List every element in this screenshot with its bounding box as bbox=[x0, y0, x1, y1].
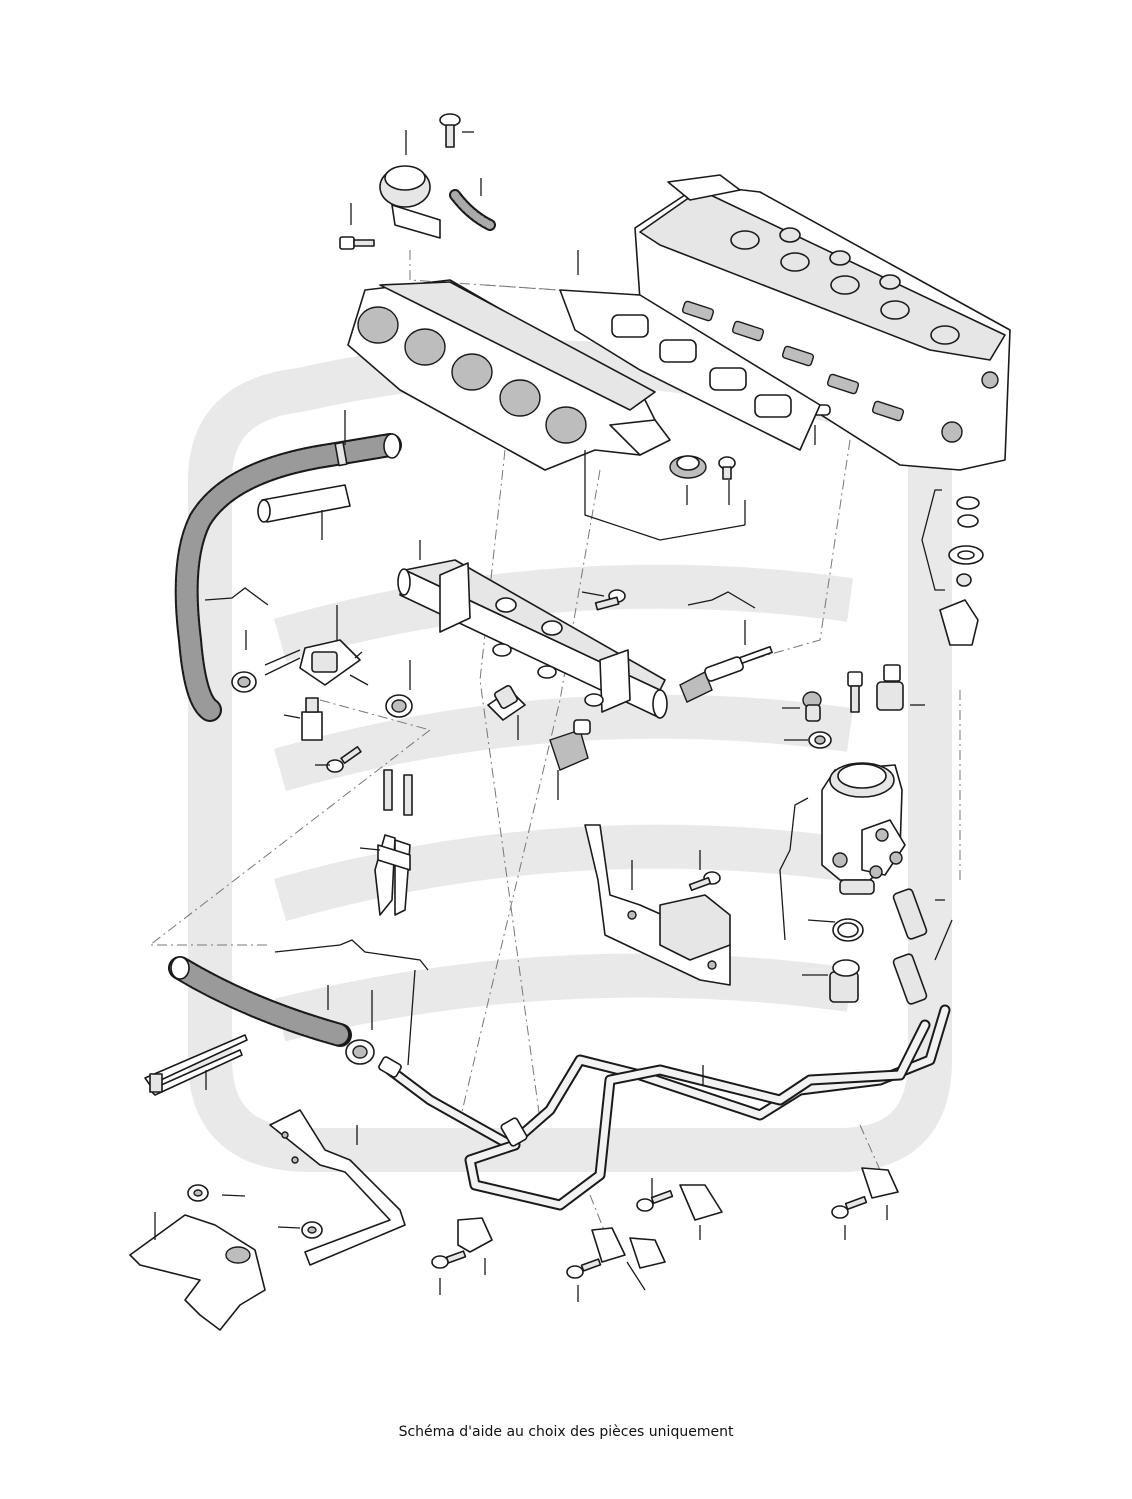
small-vacuum-hose bbox=[449, 189, 496, 231]
heat-shield-strap bbox=[269, 1109, 406, 1266]
camshaft-bearings bbox=[730, 227, 960, 345]
pipe-clip bbox=[939, 599, 979, 646]
intake-manifold bbox=[347, 279, 671, 471]
bracket-nuts bbox=[187, 1184, 323, 1239]
hose-clamp-right bbox=[385, 694, 413, 718]
coolant-hose-short bbox=[168, 956, 352, 1047]
hose-sleeve bbox=[257, 484, 351, 523]
diagram-caption: Schéma d'aide au choix des pièces unique… bbox=[398, 1424, 734, 1440]
pipe-clip-4 bbox=[831, 1167, 899, 1219]
pipe-clip-2 bbox=[566, 1227, 666, 1279]
coolant-hose-long bbox=[174, 433, 402, 722]
hose-clamp-lower bbox=[345, 1039, 375, 1065]
cable-ties bbox=[144, 1034, 248, 1096]
fuel-pipes bbox=[378, 1004, 951, 1211]
pump-tappet bbox=[829, 959, 860, 1003]
mounting-bolt bbox=[339, 236, 375, 250]
hose-connector-block bbox=[264, 639, 369, 686]
check-valve bbox=[301, 697, 323, 741]
part-leader-lines bbox=[154, 130, 953, 1302]
vacuum-valve bbox=[379, 165, 441, 239]
support-bracket bbox=[129, 1214, 266, 1331]
harness-connector bbox=[374, 769, 413, 916]
rail-bolt bbox=[594, 589, 626, 611]
fuel-rail bbox=[397, 559, 668, 719]
fuel-injector bbox=[487, 685, 526, 721]
pump-bolts bbox=[802, 664, 904, 749]
washer-set bbox=[921, 489, 984, 591]
intake-ports bbox=[681, 300, 905, 422]
pump-oring bbox=[832, 918, 864, 942]
pump-fittings bbox=[892, 888, 928, 1005]
sensor-bolt bbox=[718, 456, 736, 480]
bracket-bolt bbox=[688, 871, 721, 892]
valve-screw bbox=[439, 113, 461, 148]
engine-parts-diagram bbox=[129, 113, 1011, 1331]
control-module-bracket bbox=[584, 824, 731, 986]
cylinder-head bbox=[634, 174, 1011, 471]
pipe-clip-1 bbox=[431, 1217, 493, 1269]
intake-gasket bbox=[559, 289, 821, 451]
connector-bolt bbox=[326, 746, 362, 773]
hose-clamp-left bbox=[231, 671, 257, 693]
high-pressure-pump bbox=[821, 762, 906, 895]
pipe-clip-3 bbox=[636, 1184, 723, 1221]
manifold-sensor bbox=[669, 455, 707, 479]
fuel-temp-sensor bbox=[679, 645, 773, 703]
rail-pressure-sensor bbox=[549, 719, 591, 771]
